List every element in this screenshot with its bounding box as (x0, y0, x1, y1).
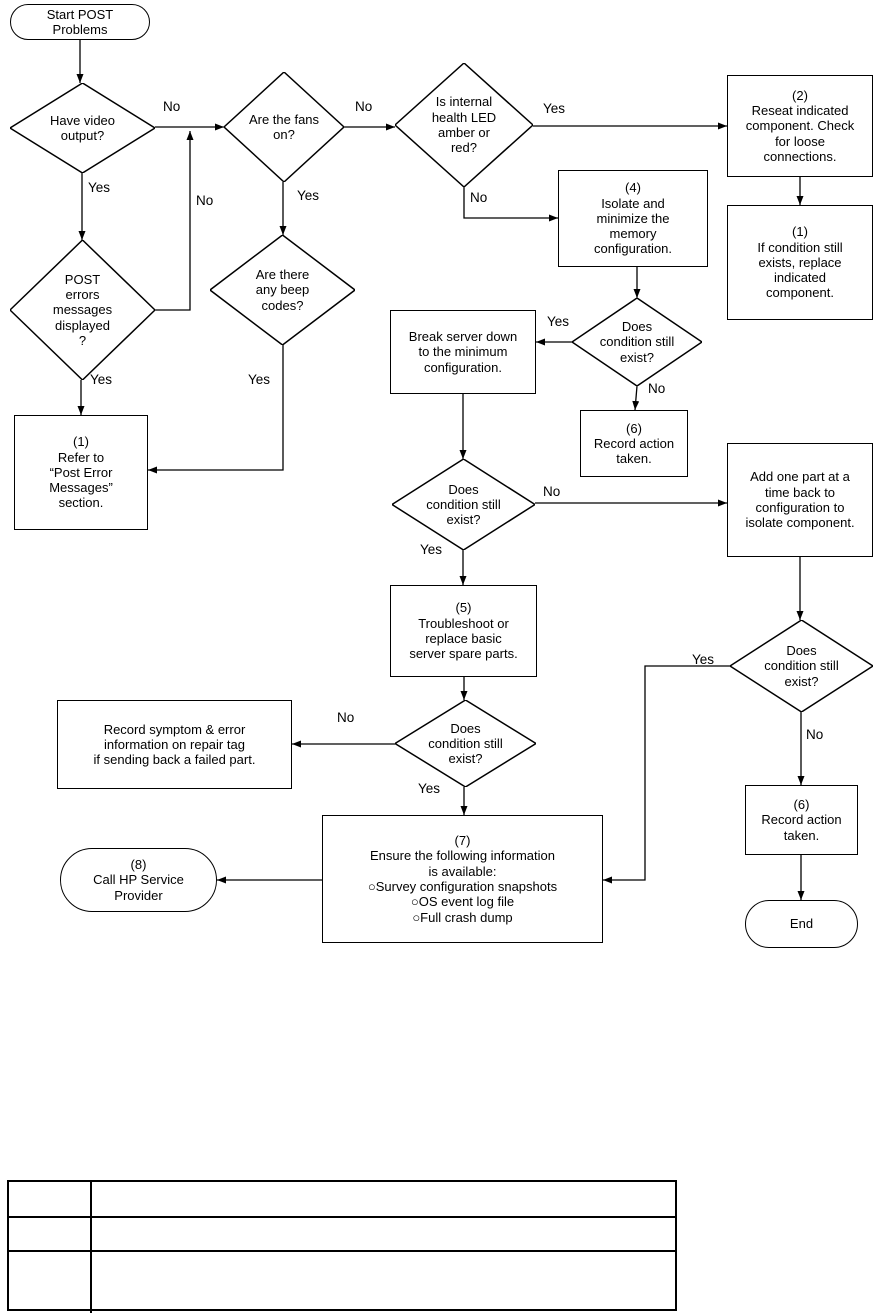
edge-label-yes-beep: Yes (248, 372, 271, 387)
process-replace-label: (1) If condition still exists, replace i… (757, 224, 843, 301)
decision-post-errors-label: POST errors messages displayed ? (52, 271, 113, 348)
diamond-shape (392, 459, 535, 550)
edge-label-no-cond4: No (806, 727, 824, 742)
table-cell (9, 1182, 92, 1218)
decision-condition-after-memory: Does condition still exist? (572, 298, 702, 386)
table-cell (92, 1218, 675, 1252)
decision-health-led-label: Is internal health LED amber or red? (431, 94, 497, 156)
process-add-one-part: Add one part at a time back to configura… (727, 443, 873, 557)
decision-condition-after-troubleshoot: Does condition still exist? (395, 700, 536, 787)
diamond-shape (730, 620, 873, 712)
process-isolate-label: (4) Isolate and minimize the memory conf… (593, 180, 673, 257)
process-record2-label: (6) Record action taken. (761, 797, 842, 843)
table-cell (92, 1182, 675, 1218)
connector-cond4-yes-ensure (603, 665, 730, 884)
diamond-shape (224, 72, 344, 182)
decision-condition-after-addpart: Does condition still exist? (730, 620, 873, 712)
terminator-call-hp-label: (8) Call HP Service Provider (93, 857, 184, 903)
terminator-end-label: End (789, 916, 814, 932)
edge-label-no-havevideo: No (163, 99, 181, 114)
decision-health-led: Is internal health LED amber or red? (395, 63, 533, 187)
edge-label-yes-posterrors: Yes (90, 372, 113, 387)
process-break-server-down: Break server down to the minimum configu… (390, 310, 536, 394)
decision-post-errors-displayed: POST errors messages displayed ? (10, 240, 155, 380)
connector-led-no-isolate (463, 187, 558, 222)
terminator-end: End (745, 900, 858, 948)
process-troubleshoot-label: (5) Troubleshoot or replace basic server… (409, 600, 518, 662)
edge-label-no-posterrors: No (196, 193, 214, 208)
process-addpart-label: Add one part at a time back to configura… (745, 469, 855, 531)
edge-label-no-cond3: No (337, 710, 355, 725)
decision-condition4-label: Does condition still exist? (764, 643, 839, 689)
process-ensure-information: (7) Ensure the following information is … (322, 815, 603, 943)
edge-label-no-cond1: No (648, 381, 666, 396)
process-ensure-label: (7) Ensure the following information is … (367, 833, 558, 925)
decision-have-video-label: Have video output? (49, 112, 116, 143)
process-record-action-2: (6) Record action taken. (745, 785, 858, 855)
diamond-shape (10, 83, 155, 173)
diamond-shape (572, 298, 702, 386)
decision-beep-codes: Are there any beep codes? (210, 235, 355, 345)
decision-condition1-label: Does condition still exist? (599, 319, 675, 365)
process-reseat-label: (2) Reseat indicated component. Check fo… (745, 87, 855, 164)
edge-label-yes-fans: Yes (297, 188, 320, 203)
connector-posterrors-no-up (155, 131, 194, 311)
notes-table (7, 1180, 677, 1313)
decision-fans-on: Are the fans on? (224, 72, 344, 182)
decision-condition2-label: Does condition still exist? (426, 481, 501, 528)
connector-cond1-no-record1 (632, 385, 640, 411)
process-record-symptom: Record symptom & error information on re… (57, 700, 292, 789)
edge-label-yes-cond3: Yes (418, 781, 441, 796)
process-record-action-1: (6) Record action taken. (580, 410, 688, 477)
edge-label-no-fans: No (355, 99, 373, 114)
decision-have-video-output: Have video output? (10, 83, 155, 173)
process-reseat-component: (2) Reseat indicated component. Check fo… (727, 75, 873, 177)
process-isolate-memory: (4) Isolate and minimize the memory conf… (558, 170, 708, 267)
edge-label-yes-cond1: Yes (547, 314, 570, 329)
decision-condition-after-break: Does condition still exist? (392, 459, 535, 550)
edge-label-yes-havevideo: Yes (88, 180, 111, 195)
process-replace-component: (1) If condition still exists, replace i… (727, 205, 873, 320)
terminator-start-label: Start POST Problems (46, 6, 114, 37)
edge-label-yes-cond2: Yes (420, 542, 443, 557)
diamond-shape (210, 235, 355, 345)
table-cell (9, 1252, 92, 1313)
process-refer-label: (1) Refer to “Post Error Messages” secti… (49, 434, 113, 511)
edge-label-yes-cond4: Yes (692, 652, 715, 667)
process-break-label: Break server down to the minimum configu… (408, 329, 518, 375)
connector-beep-yes-refer (148, 345, 284, 474)
process-record-symptom-label: Record symptom & error information on re… (93, 721, 256, 768)
diamond-shape (10, 240, 155, 380)
table-cell (92, 1252, 675, 1313)
terminator-call-hp-service: (8) Call HP Service Provider (60, 848, 217, 912)
edge-label-yes-led: Yes (543, 101, 566, 116)
process-record1-label: (6) Record action taken. (593, 420, 675, 467)
diamond-shape (395, 63, 533, 187)
decision-beep-codes-label: Are there any beep codes? (255, 267, 310, 313)
table-cell (9, 1218, 92, 1252)
edge-label-no-cond2: No (543, 484, 561, 499)
terminator-start: Start POST Problems (10, 4, 150, 40)
decision-fans-on-label: Are the fans on? (248, 111, 320, 142)
decision-condition3-label: Does condition still exist? (428, 720, 503, 767)
process-troubleshoot-spare-parts: (5) Troubleshoot or replace basic server… (390, 585, 537, 677)
diamond-shape (395, 700, 536, 787)
edge-label-no-led: No (470, 190, 488, 205)
process-refer-post-error-messages: (1) Refer to “Post Error Messages” secti… (14, 415, 148, 530)
